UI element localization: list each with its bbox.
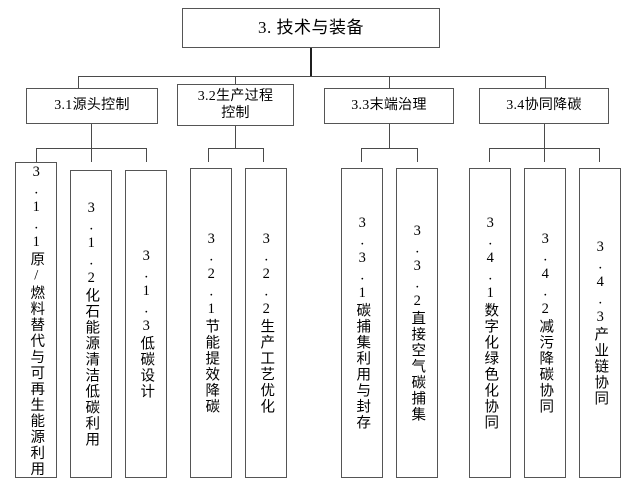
category-node-3-3: 3.3末端治理 <box>324 88 454 124</box>
leaf-node-3-4-3: 3.4.3产业链协同 <box>579 168 621 478</box>
connector-bus-3-3 <box>361 148 417 149</box>
leaf-label-3-2-1: 3.2.1节能提效降碳 <box>203 231 220 415</box>
connector-drop-3-2-2 <box>263 148 264 162</box>
connector-drop-3-1-2 <box>91 148 92 162</box>
category-label-3-2-line2: 控制 <box>221 106 250 121</box>
root-node-label: 3. 技术与装备 <box>258 18 364 38</box>
leaf-node-3-4-2: 3.4.2减污降碳协同 <box>524 168 566 478</box>
leaf-label-3-4-3: 3.4.3产业链协同 <box>592 239 609 407</box>
leaf-node-3-3-2: 3.3.2直接空气碳捕集 <box>396 168 438 478</box>
connector-drop-category-2 <box>235 76 236 88</box>
leaf-node-3-2-1: 3.2.1节能提效降碳 <box>190 168 232 478</box>
leaf-node-3-4-1: 3.4.1数字化绿色化协同 <box>469 168 511 478</box>
leaf-node-3-1-1: 3.1.1原/燃料替代与可再生能源利用 <box>15 162 57 478</box>
connector-drop-3-2-1 <box>208 148 209 162</box>
connector-drop-3-3-2 <box>417 148 418 162</box>
connector-bus-3-2 <box>208 148 263 149</box>
leaf-label-3-3-2: 3.3.2直接空气碳捕集 <box>409 223 426 423</box>
connector-drop-3-3-1 <box>361 148 362 162</box>
leaf-label-3-1-2: 3.1.2化石能源清洁低碳利用 <box>83 200 100 448</box>
connector-drop-3-1-3 <box>146 148 147 162</box>
leaf-node-3-2-2: 3.2.2生产工艺优化 <box>245 168 287 478</box>
leaf-node-3-1-2: 3.1.2化石能源清洁低碳利用 <box>70 170 112 478</box>
leaf-label-3-1-3: 3.1.3低碳设计 <box>138 248 155 400</box>
category-label-3-2-line1: 3.2生产过程 <box>197 88 274 104</box>
leaf-node-3-3-1: 3.3.1碳捕集利用与封存 <box>341 168 383 478</box>
connector-drop-category-3 <box>389 76 390 88</box>
leaf-label-3-3-1: 3.3.1碳捕集利用与封存 <box>354 215 371 431</box>
connector-drop-category-4 <box>545 76 546 88</box>
connector-root-stem <box>310 48 312 76</box>
category-label-3-1: 3.1源头控制 <box>54 98 130 114</box>
connector-drop-category-1 <box>78 76 79 88</box>
connector-stem-3-3 <box>389 124 390 148</box>
category-node-3-4: 3.4协同降碳 <box>479 88 609 124</box>
category-label-3-3: 3.3末端治理 <box>351 98 427 114</box>
leaf-label-3-2-2: 3.2.2生产工艺优化 <box>258 231 275 415</box>
connector-drop-3-4-1 <box>489 148 490 162</box>
category-node-3-1: 3.1源头控制 <box>26 88 158 124</box>
connector-drop-3-1-1 <box>36 148 37 162</box>
connector-drop-3-4-3 <box>599 148 600 162</box>
leaf-label-3-1-1: 3.1.1原/燃料替代与可再生能源利用 <box>28 163 45 477</box>
connector-stem-3-2 <box>235 126 236 148</box>
leaf-node-3-1-3: 3.1.3低碳设计 <box>125 170 167 478</box>
connector-stem-3-1 <box>91 124 92 148</box>
connector-drop-3-4-2 <box>544 148 545 162</box>
connector-category-bus <box>78 76 546 77</box>
leaf-label-3-4-1: 3.4.1数字化绿色化协同 <box>482 215 499 431</box>
leaf-label-3-4-2: 3.4.2减污降碳协同 <box>537 231 554 415</box>
connector-stem-3-4 <box>544 124 545 148</box>
root-node-box: 3. 技术与装备 <box>182 8 440 48</box>
category-label-3-4: 3.4协同降碳 <box>506 98 582 114</box>
category-node-3-2: 3.2生产过程 控制 <box>177 84 294 126</box>
